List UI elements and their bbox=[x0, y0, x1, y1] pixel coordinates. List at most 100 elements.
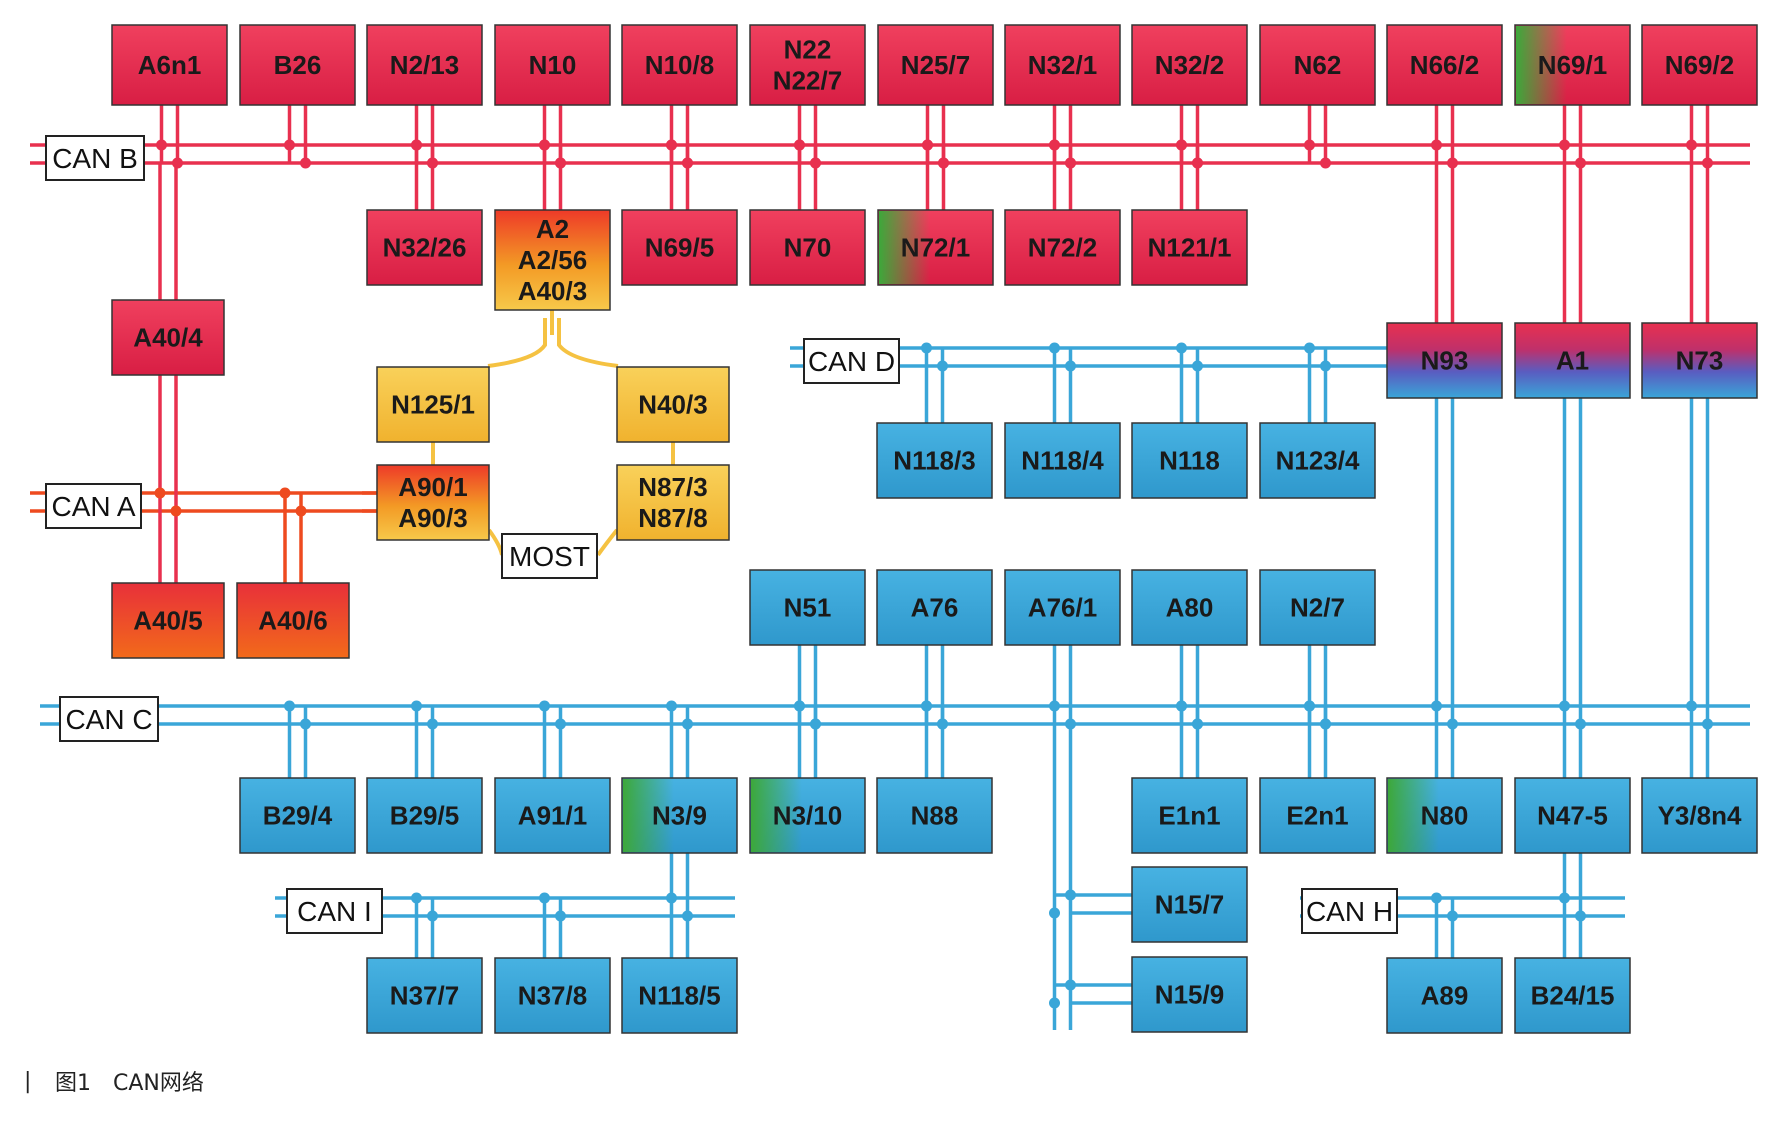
junction-dot bbox=[1447, 718, 1458, 730]
module-box bbox=[1641, 777, 1758, 854]
module-b24-15: B24/15 bbox=[1514, 957, 1631, 1034]
module-n70: N70 bbox=[749, 209, 866, 286]
module-box bbox=[621, 209, 738, 286]
module-label: N118 bbox=[1159, 446, 1220, 476]
module-box bbox=[1514, 957, 1631, 1034]
junction-dot bbox=[300, 157, 311, 169]
junction-dot bbox=[555, 718, 566, 730]
module-n125-1: N125/1 bbox=[376, 366, 490, 443]
junction-dot bbox=[539, 700, 550, 712]
junction-dot bbox=[1176, 139, 1187, 151]
module-label: N73 bbox=[1676, 346, 1724, 376]
junction-dot bbox=[1192, 360, 1203, 372]
module-box bbox=[366, 957, 483, 1034]
module-n32-26: N32/26 bbox=[366, 209, 483, 286]
bus-label-text: CAN H bbox=[1306, 896, 1393, 927]
module-n69-1: N69/1 bbox=[1514, 24, 1631, 106]
module-label: N118/4 bbox=[1021, 446, 1104, 476]
module-a76: A76 bbox=[876, 569, 993, 646]
junction-dot bbox=[937, 360, 948, 372]
module-n2-13: N2/13 bbox=[366, 24, 483, 106]
module-label: A91/1 bbox=[518, 801, 587, 831]
module-box bbox=[236, 582, 350, 659]
module-a1: A1 bbox=[1514, 322, 1631, 399]
module-n3-9: N3/9 bbox=[621, 777, 738, 854]
module-box bbox=[1514, 322, 1631, 399]
module-box bbox=[1004, 569, 1121, 646]
module-box bbox=[111, 299, 225, 376]
junction-dot bbox=[295, 505, 307, 517]
module-n32-1: N32/1 bbox=[1004, 24, 1121, 106]
module-box bbox=[1386, 957, 1503, 1034]
module-box bbox=[494, 957, 611, 1034]
module-box bbox=[1131, 777, 1248, 854]
module-label: A76 bbox=[911, 593, 959, 623]
junction-dot bbox=[810, 157, 821, 169]
module-label: N3/10 bbox=[773, 801, 842, 831]
junction-dot bbox=[427, 910, 438, 922]
module-a40-6: A40/6 bbox=[236, 582, 350, 659]
module-label: N37/7 bbox=[390, 981, 459, 1011]
module-label: N37/8 bbox=[518, 981, 587, 1011]
module-label: N15/7 bbox=[1155, 890, 1224, 920]
module-box bbox=[876, 777, 993, 854]
can-h-label: CAN H bbox=[1301, 888, 1398, 934]
junction-dot bbox=[1575, 910, 1586, 922]
junction-dot bbox=[1065, 360, 1076, 372]
module-n123-4: N123/4 bbox=[1259, 422, 1376, 499]
module-n118-3: N118/3 bbox=[876, 422, 993, 499]
module-n2-7: N2/7 bbox=[1259, 569, 1376, 646]
junction-dot bbox=[154, 487, 166, 499]
junction-dot bbox=[156, 139, 167, 151]
module-n37-7: N37/7 bbox=[366, 957, 483, 1034]
module-n66-2: N66/2 bbox=[1386, 24, 1503, 106]
most-label: MOST bbox=[501, 533, 598, 579]
module-box bbox=[1259, 422, 1376, 499]
module-n118-4: N118/4 bbox=[1004, 422, 1121, 499]
junction-dot bbox=[682, 718, 693, 730]
most-wire bbox=[557, 318, 619, 368]
module-box bbox=[366, 24, 483, 106]
module-label: A40/4 bbox=[133, 323, 203, 353]
bus-label-text: CAN A bbox=[51, 491, 135, 522]
module-box bbox=[876, 422, 993, 499]
junction-dot bbox=[1320, 360, 1331, 372]
bus-label-box bbox=[59, 696, 159, 742]
junction-dot bbox=[682, 910, 693, 922]
junction-dot bbox=[300, 718, 311, 730]
junction-dot bbox=[411, 700, 422, 712]
junction-dot bbox=[1304, 700, 1315, 712]
status-accent bbox=[879, 211, 992, 284]
bus-label-box bbox=[803, 338, 900, 384]
module-label: N93 bbox=[1421, 346, 1469, 376]
module-label: B24/15 bbox=[1531, 981, 1615, 1011]
junction-dot bbox=[1049, 907, 1060, 919]
module-label: N32/1 bbox=[1028, 50, 1097, 80]
module-e2n1: E2n1 bbox=[1259, 777, 1376, 854]
junction-dot bbox=[427, 718, 438, 730]
module-n37-8: N37/8 bbox=[494, 957, 611, 1034]
junction-dot bbox=[1431, 139, 1442, 151]
bus-label-text: CAN C bbox=[65, 704, 152, 735]
module-n69-5: N69/5 bbox=[621, 209, 738, 286]
can-d-label: CAN D bbox=[803, 338, 900, 384]
module-a80: A80 bbox=[1131, 569, 1248, 646]
module-n15-7: N15/7 bbox=[1131, 866, 1248, 943]
bus-label-box bbox=[45, 483, 142, 529]
bus-label-text: CAN I bbox=[297, 896, 372, 927]
junction-dot bbox=[1176, 700, 1187, 712]
junction-dot bbox=[1049, 700, 1060, 712]
module-label: N121/1 bbox=[1148, 233, 1232, 263]
module-n93: N93 bbox=[1386, 322, 1503, 399]
module-label: N69/2 bbox=[1665, 50, 1734, 80]
junction-dot bbox=[1049, 342, 1060, 354]
module-n118-5: N118/5 bbox=[621, 957, 738, 1034]
module-label: N10 bbox=[529, 50, 577, 80]
status-accent bbox=[1516, 26, 1629, 104]
module-n32-2: N32/2 bbox=[1131, 24, 1248, 106]
junction-dot bbox=[555, 910, 566, 922]
module-label: A2 bbox=[536, 214, 569, 244]
can-a-label: CAN A bbox=[45, 483, 142, 529]
module-b29-4: B29/4 bbox=[239, 777, 356, 854]
